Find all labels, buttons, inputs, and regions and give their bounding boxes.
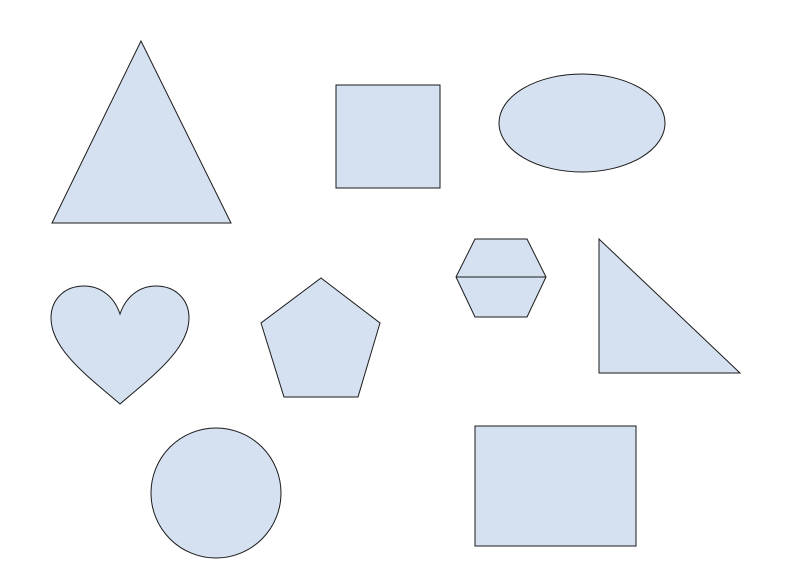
pentagon-shape (260, 277, 381, 398)
rectangle-shape (474, 425, 637, 547)
hexagon-shape (455, 238, 547, 318)
ellipse-shape (498, 73, 666, 173)
right-triangle-shape (598, 237, 742, 374)
circle-shape (150, 427, 282, 559)
triangle-shape (51, 39, 232, 224)
heart-shape (50, 285, 190, 405)
square-shape (335, 84, 441, 189)
